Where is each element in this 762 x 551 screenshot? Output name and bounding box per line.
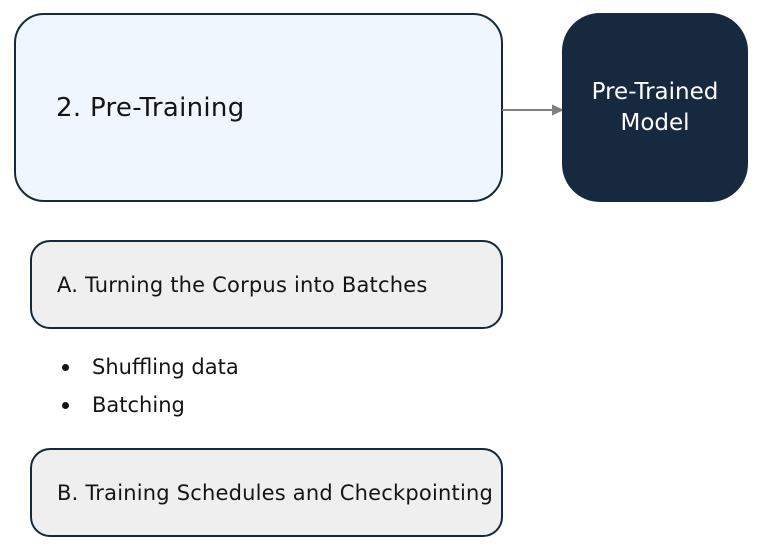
pretraining-stage-box: 2. Pre-Training <box>14 13 503 202</box>
section-a-label: A. Turning the Corpus into Batches <box>57 272 428 297</box>
list-item: Batching <box>62 386 239 424</box>
pretrained-model-label-line2: Model <box>620 109 690 136</box>
bullet-label: Batching <box>92 393 185 417</box>
bullet-list: Shuffling data Batching <box>62 348 239 424</box>
bullet-dot-icon <box>62 401 69 409</box>
section-b-box: B. Training Schedules and Checkpointing <box>30 448 503 537</box>
section-a-box: A. Turning the Corpus into Batches <box>30 240 503 329</box>
arrow-right-connector <box>502 104 564 116</box>
section-b-label: B. Training Schedules and Checkpointing <box>57 480 494 505</box>
bullet-dot-icon <box>62 363 69 371</box>
bullet-label: Shuffling data <box>92 355 239 379</box>
list-item: Shuffling data <box>62 348 239 386</box>
pretrained-model-label-line1: Pre-Trained <box>591 78 719 105</box>
pretrained-model-box: Pre-Trained Model <box>562 13 748 202</box>
pretraining-stage-label: 2. Pre-Training <box>56 92 245 123</box>
